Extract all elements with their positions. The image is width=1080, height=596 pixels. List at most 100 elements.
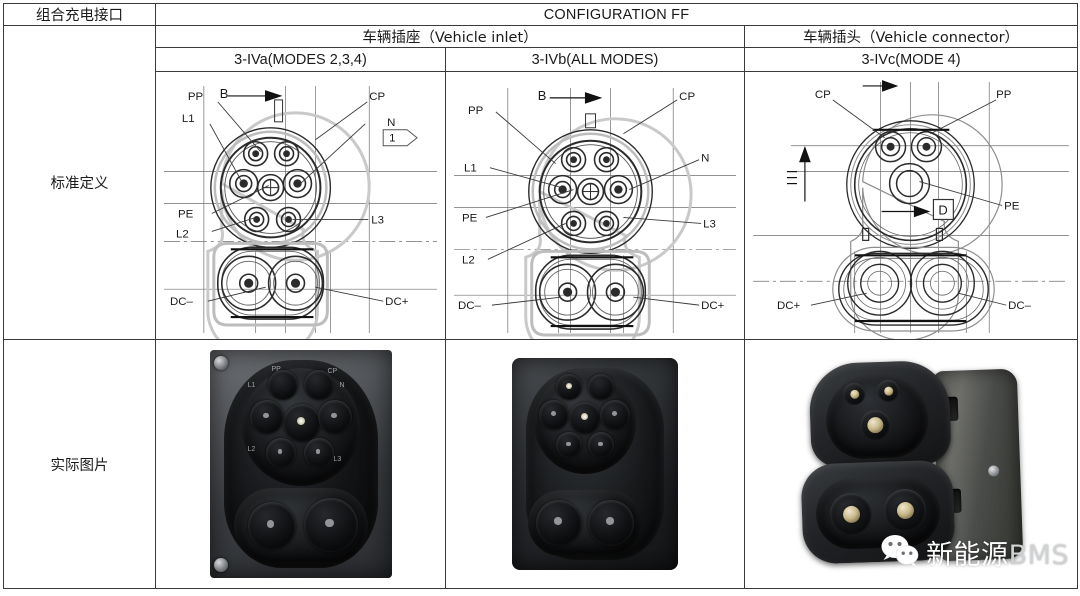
pin-pp xyxy=(267,370,298,400)
photo-3ivc xyxy=(745,340,1077,588)
connector-plug-body xyxy=(786,356,1036,572)
cell-vehicle-inlet-group: 车辆插座（Vehicle inlet） xyxy=(155,25,745,48)
label-DC-minus: DC– xyxy=(1008,300,1032,312)
pin-mark-cp: CP xyxy=(327,368,338,375)
pin-n xyxy=(317,400,352,434)
pin-dc-plus xyxy=(303,498,358,552)
cell-photo-3ivb xyxy=(445,339,745,589)
dc-pin-well xyxy=(233,488,368,564)
label-CP: CP xyxy=(815,89,831,101)
cell-variant-3iva: 3-IVa(MODES 2,3,4) xyxy=(155,47,446,72)
cell-drawing-3ivc: D CP PP PE DC+ DC– xyxy=(743,71,1079,340)
cell-combo-interface-label: 组合充电接口 xyxy=(3,3,156,26)
label-CP: CP xyxy=(369,91,385,103)
label-PE: PE xyxy=(462,212,478,224)
table-row-drawings: 1 B xyxy=(4,71,1079,340)
pin-l1 xyxy=(249,400,284,434)
flag-1-label: 1 xyxy=(389,133,395,145)
pin-l1 xyxy=(539,400,569,430)
label-L2: L2 xyxy=(462,254,475,266)
pin-mark-n: N xyxy=(339,382,345,389)
pin-dc-plus xyxy=(829,492,873,536)
table-row-subtitles: 3-IVa(MODES 2,3,4) 3-IVb(ALL MODES) 3-IV… xyxy=(4,47,1079,72)
contact-tip xyxy=(867,416,884,434)
dc-pin-well xyxy=(528,490,642,556)
cell-drawing-3iva: 1 B xyxy=(155,71,446,340)
label-L1: L1 xyxy=(182,113,195,125)
pin-mark-l1: L1 xyxy=(247,382,256,389)
cell-variant-3ivb: 3-IVb(ALL MODES) xyxy=(445,47,745,72)
label-PE: PE xyxy=(1004,200,1020,212)
pin-pe xyxy=(859,409,891,441)
label-B: B xyxy=(220,86,229,101)
table-row-groups: 标准定义 车辆插座（Vehicle inlet） 车辆插头（Vehicle co… xyxy=(3,25,1079,340)
label-DC-minus: DC– xyxy=(458,300,482,312)
pin-dc-minus xyxy=(883,488,927,532)
table-row-photos: 实际图片 xyxy=(3,339,1079,589)
cell-configuration-title: CONFIGURATION FF xyxy=(154,3,1079,26)
screw-icon xyxy=(213,356,228,370)
plug-ac-housing xyxy=(808,359,952,469)
label-DC-plus: DC+ xyxy=(777,300,801,312)
photo-3iva: PP L1 CP N L2 L3 xyxy=(156,340,445,588)
cell-actual-photo-label: 实际图片 xyxy=(3,339,156,589)
label-L1: L1 xyxy=(464,163,477,175)
pin-l2 xyxy=(265,438,296,468)
cell-standard-definition-label: 标准定义 xyxy=(3,25,156,340)
pin-l3 xyxy=(303,438,334,468)
label-DC-plus: DC+ xyxy=(385,296,409,308)
cell-vehicle-connector-group: 车辆插头（Vehicle connector） xyxy=(743,25,1079,48)
label-PP: PP xyxy=(468,105,484,117)
label-N: N xyxy=(701,153,709,165)
pin-pe xyxy=(569,402,601,434)
pin-mark-l2: L2 xyxy=(247,446,256,453)
pin-l3 xyxy=(588,432,614,458)
pin-pp xyxy=(556,374,582,400)
pin-mark-pp: PP xyxy=(271,366,281,373)
ac-pin-well: PP L1 CP N L2 L3 xyxy=(241,366,360,486)
pin-n xyxy=(600,400,630,430)
label-L3: L3 xyxy=(371,214,384,226)
pin-pe xyxy=(282,404,321,442)
ccs-configuration-table: 组合充电接口 CONFIGURATION FF 标准定义 车辆插座（Vehicl… xyxy=(3,3,1079,589)
inlet-socket-body xyxy=(512,358,678,570)
cell-variant-3ivc: 3-IVc(MODE 4) xyxy=(743,47,1079,72)
pin-cp xyxy=(303,370,334,400)
label-PP: PP xyxy=(188,91,204,103)
cell-drawing-3ivb: B PP L1 PE L2 CP N L3 DC– DC+ xyxy=(445,71,745,340)
flag-D-label: D xyxy=(938,202,947,217)
plug-dc-housing xyxy=(800,459,956,565)
label-PE: PE xyxy=(178,208,194,220)
label-N: N xyxy=(387,117,395,129)
drawing-3ivb-svg: B PP L1 PE L2 CP N L3 DC– DC+ xyxy=(454,88,736,339)
inlet-socket-body: PP L1 CP N L2 L3 xyxy=(209,350,392,578)
drawing-3iva-svg: 1 B xyxy=(164,86,437,339)
pin-mark-l3: L3 xyxy=(333,456,342,463)
pin-l2 xyxy=(556,432,582,458)
bolt-icon xyxy=(988,465,1000,477)
label-DC-plus: DC+ xyxy=(701,300,725,312)
screw-icon xyxy=(213,558,228,572)
cell-photo-3ivc: 新能源BMS xyxy=(743,339,1079,589)
ac-pin-well xyxy=(824,372,930,460)
dc-pin-well xyxy=(814,475,942,551)
label-CP: CP xyxy=(679,91,695,103)
pin-dc-minus xyxy=(536,500,582,546)
label-B: B xyxy=(538,88,547,103)
contact-tip xyxy=(849,389,859,399)
pin-cp xyxy=(842,382,866,406)
label-L2: L2 xyxy=(176,228,189,240)
pin-dc-minus xyxy=(247,502,296,550)
table-row-config-title: 组合充电接口 CONFIGURATION FF xyxy=(3,3,1079,26)
photo-3ivb xyxy=(446,340,744,588)
pin-pp xyxy=(876,379,900,403)
pin-dc-plus xyxy=(588,500,634,546)
cell-photo-3iva: PP L1 CP N L2 L3 xyxy=(155,339,446,589)
contact-tip xyxy=(842,505,860,523)
pin-cp xyxy=(588,374,614,400)
label-PP: PP xyxy=(996,89,1012,101)
drawing-3ivc-svg: D CP PP PE DC+ DC– xyxy=(753,80,1069,339)
contact-tip xyxy=(883,386,893,396)
contact-tip xyxy=(896,501,914,519)
label-L3: L3 xyxy=(703,218,716,230)
